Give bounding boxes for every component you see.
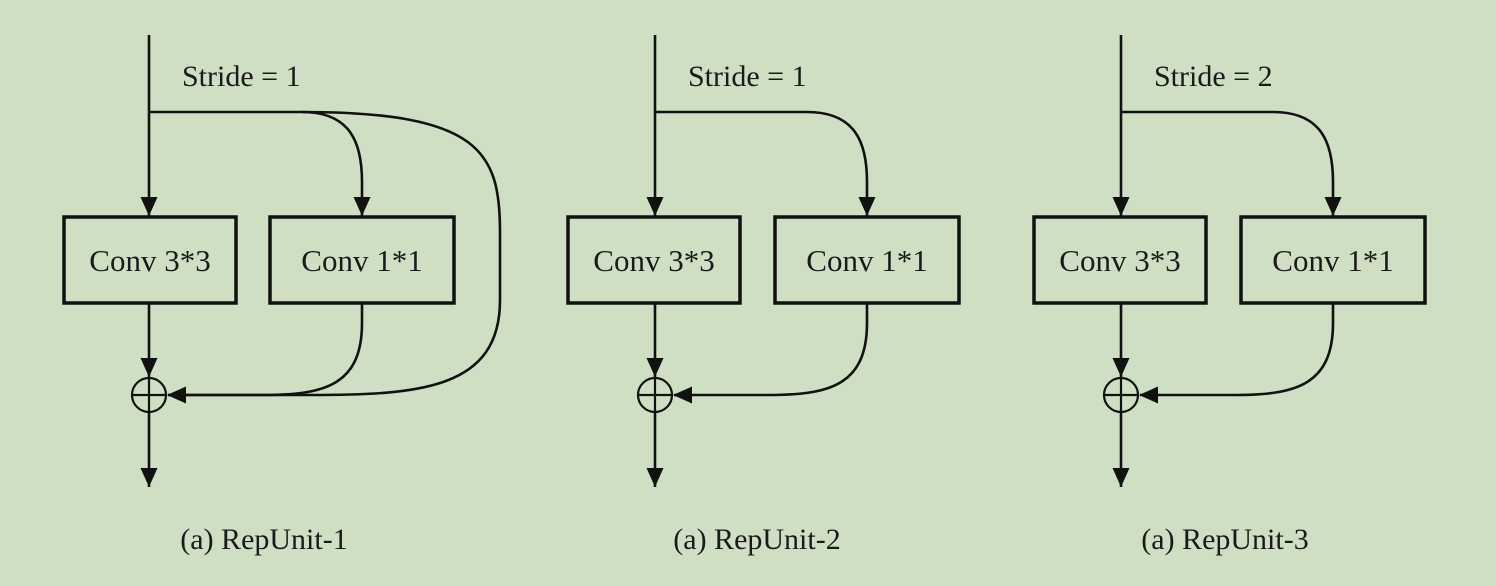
conv1x1-out-wire xyxy=(168,303,364,397)
output-arrow xyxy=(646,468,664,487)
identity-branch-wire xyxy=(168,110,502,397)
arrow-into-sum xyxy=(1139,386,1158,404)
arrow-to-conv3x3 xyxy=(1112,197,1130,216)
arrow-to-conv1x1 xyxy=(1324,197,1342,216)
conv1x1-label: Conv 1*1 xyxy=(1272,243,1393,278)
arrow-into-sum xyxy=(673,386,692,404)
arrow-to-sum xyxy=(646,358,664,377)
branch-wire-conv1x1 xyxy=(149,110,364,216)
arrow-to-conv1x1 xyxy=(858,197,876,216)
arrow-to-conv3x3 xyxy=(646,197,664,216)
stride-label: Stride = 2 xyxy=(1154,60,1273,93)
branch-wire-conv1x1 xyxy=(1121,110,1335,216)
output-arrow xyxy=(1112,468,1130,487)
arrow-to-sum xyxy=(1112,358,1130,377)
conv1x1-label: Conv 1*1 xyxy=(301,243,422,278)
unit-caption: (a) RepUnit-3 xyxy=(1141,523,1308,556)
unit-caption: (a) RepUnit-2 xyxy=(673,523,840,556)
conv1x1-out-wire xyxy=(1140,303,1335,397)
arrow-to-sum xyxy=(140,358,158,377)
repunit-3: Conv 3*3 Conv 1*1 Stride = 2 (a) RepUnit-3 xyxy=(1032,35,1427,556)
repunit-1: Conv 3*3 Conv 1*1 Stride = 1 (a) RepUnit-1 xyxy=(62,35,502,556)
conv3x3-label: Conv 3*3 xyxy=(89,243,210,278)
arrow-to-conv3x3 xyxy=(140,197,158,216)
conv1x1-label: Conv 1*1 xyxy=(806,243,927,278)
arrow-into-sum xyxy=(167,386,186,404)
repunit-2: Conv 3*3 Conv 1*1 Stride = 1 (a) RepUnit-2 xyxy=(566,35,961,556)
stride-label: Stride = 1 xyxy=(182,60,301,93)
output-arrow xyxy=(140,468,158,487)
arrow-to-conv1x1 xyxy=(353,197,371,216)
stride-label: Stride = 1 xyxy=(688,60,807,93)
unit-caption: (a) RepUnit-1 xyxy=(180,523,347,556)
conv1x1-out-wire xyxy=(674,303,869,397)
conv3x3-label: Conv 3*3 xyxy=(1059,243,1180,278)
branch-wire-conv1x1 xyxy=(655,110,869,216)
conv3x3-label: Conv 3*3 xyxy=(593,243,714,278)
